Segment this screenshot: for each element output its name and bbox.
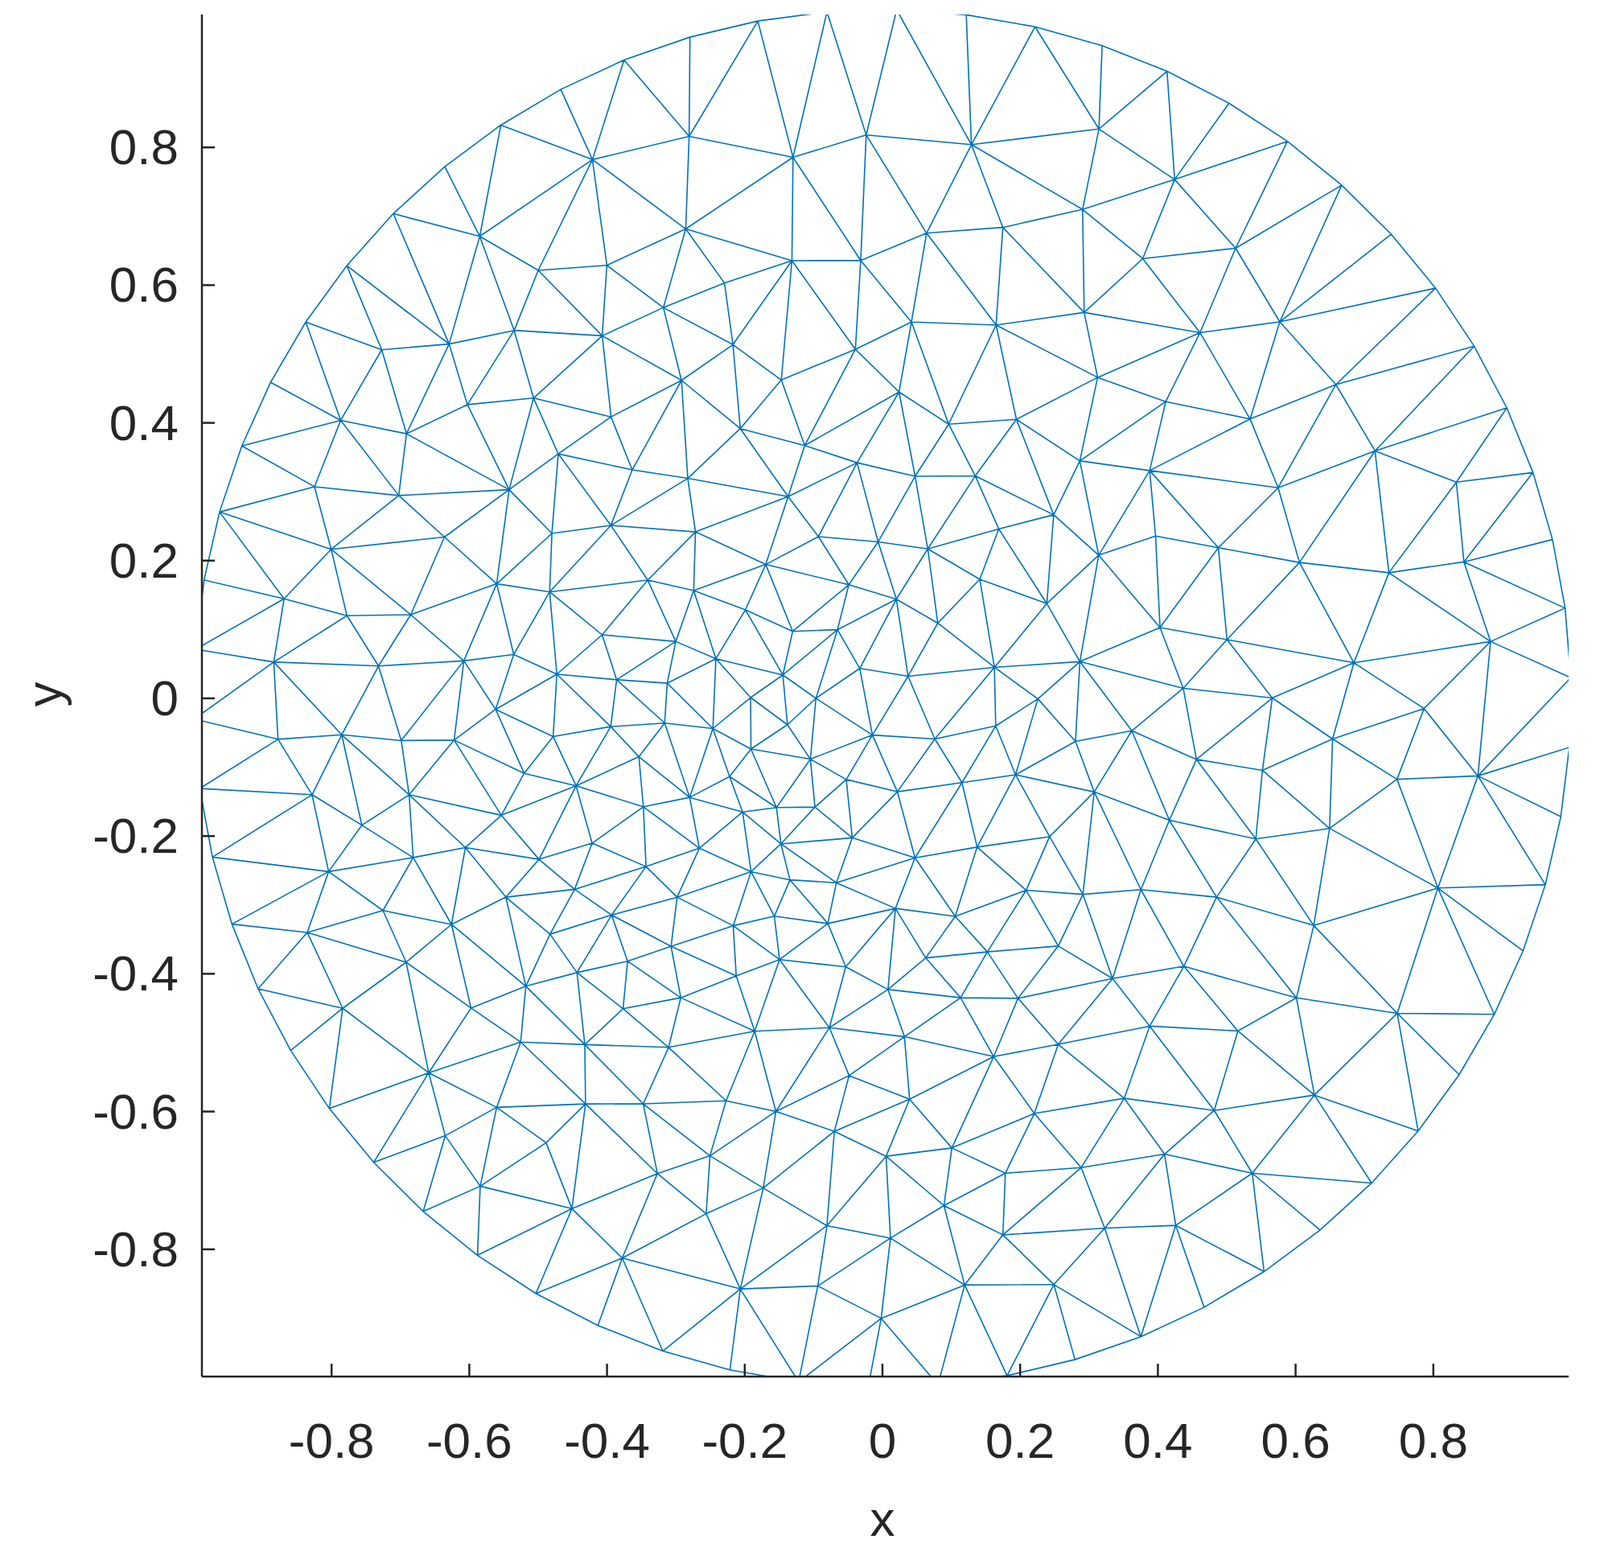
tick-mark bbox=[201, 559, 215, 563]
tick-mark bbox=[1019, 1363, 1022, 1377]
tick-label: 0 bbox=[151, 673, 179, 724]
tick-mark bbox=[605, 1363, 609, 1377]
tick-mark bbox=[201, 1110, 215, 1113]
tick-mark bbox=[1432, 1363, 1436, 1377]
tick-label: -0.4 bbox=[92, 948, 179, 999]
tick-label: -0.2 bbox=[92, 810, 179, 861]
tick-label: 0.6 bbox=[109, 259, 179, 310]
tick-label: -0.8 bbox=[288, 1415, 375, 1466]
tick-mark bbox=[1294, 1363, 1297, 1377]
tick-mark bbox=[468, 1363, 471, 1377]
tick-label: 0.6 bbox=[1260, 1415, 1330, 1466]
tick-mark bbox=[1156, 1363, 1160, 1377]
tick-mark bbox=[881, 1363, 885, 1377]
mesh-edges bbox=[201, 14, 1569, 1377]
tick-label: -0.6 bbox=[426, 1415, 513, 1466]
tick-label: 0.4 bbox=[109, 398, 179, 449]
axis-label: x bbox=[870, 1493, 896, 1544]
tick-mark bbox=[330, 1363, 334, 1377]
tick-label: -0.6 bbox=[92, 1086, 179, 1137]
tick-label: 0.2 bbox=[985, 1415, 1055, 1466]
tick-label: 0.4 bbox=[1122, 1415, 1193, 1466]
axes bbox=[201, 14, 1569, 1377]
y-axis-line bbox=[201, 14, 204, 1377]
tick-mark bbox=[201, 697, 215, 700]
tick-label: 0.8 bbox=[1398, 1415, 1469, 1466]
tick-label: 0.8 bbox=[109, 122, 179, 173]
tick-mark bbox=[201, 421, 215, 424]
tick-mark bbox=[201, 1248, 215, 1251]
tick-mark bbox=[201, 972, 215, 975]
triangle-mesh bbox=[201, 14, 1569, 1377]
tick-label: -0.4 bbox=[563, 1415, 650, 1466]
tick-label: 0.2 bbox=[109, 535, 179, 586]
axis-label: y bbox=[19, 682, 70, 708]
tick-mark bbox=[201, 283, 215, 287]
x-axis-line bbox=[201, 1375, 1569, 1378]
tick-label: -0.8 bbox=[92, 1224, 179, 1275]
tick-mark bbox=[744, 1363, 747, 1377]
tick-label: 0 bbox=[868, 1415, 897, 1466]
tick-mark bbox=[201, 146, 215, 149]
tick-label: -0.2 bbox=[701, 1415, 788, 1466]
tick-mark bbox=[201, 834, 215, 838]
